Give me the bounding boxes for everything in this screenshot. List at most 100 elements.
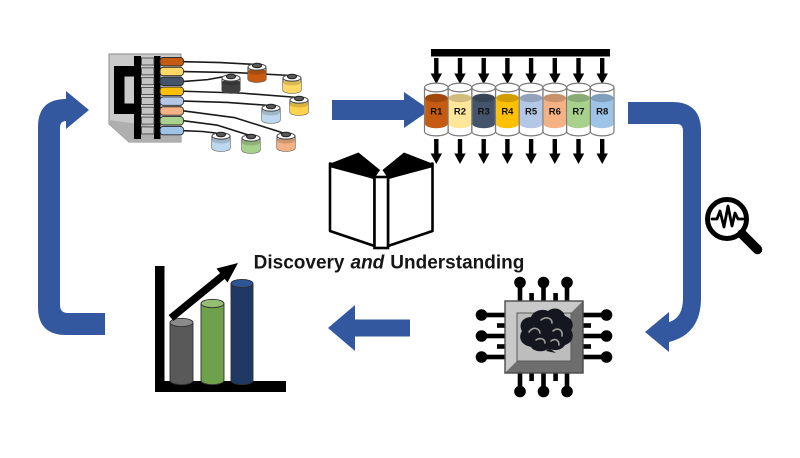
reactor-inlet-arrow xyxy=(549,58,561,84)
reactor-liquid-shade xyxy=(519,93,543,103)
chart-y-axis xyxy=(155,266,165,392)
chip-stub-pin xyxy=(583,344,591,349)
caption-word-understanding: Understanding xyxy=(390,253,524,274)
caption-word-and: and xyxy=(351,253,385,274)
chip-pin xyxy=(561,373,573,398)
bar-chart-icon xyxy=(155,263,286,392)
reactor-r4: R4 xyxy=(495,58,520,164)
chip-pin xyxy=(514,373,526,398)
reactor-liquid-bottom xyxy=(472,119,495,129)
reactor-inlet-arrow xyxy=(430,58,442,84)
chip-pin xyxy=(583,309,613,321)
chip-pin xyxy=(537,276,550,301)
vial-liquid xyxy=(212,140,230,148)
reactor-label: R6 xyxy=(549,107,561,118)
reactor-mouth xyxy=(423,82,449,93)
instrument-bracket xyxy=(114,66,137,114)
vial-liquid xyxy=(242,142,260,150)
feed-arrow-right xyxy=(332,92,430,128)
reactor-liquid-top xyxy=(543,93,566,103)
reactor-label: R1 xyxy=(430,107,443,118)
chip-pin xyxy=(475,351,505,363)
trend-arrow-head xyxy=(216,263,238,283)
sample-vials xyxy=(211,62,309,154)
reactor-r2: R2 xyxy=(447,58,473,164)
reactor-outlet-arrow xyxy=(525,139,537,164)
reactor-liquid xyxy=(543,98,566,124)
chart-bar-gray-top xyxy=(169,317,194,328)
reactor-r3: R3 xyxy=(471,58,497,164)
reactor-outlet-arrow xyxy=(454,139,466,164)
vial-cap xyxy=(251,62,263,69)
chip-frame-outline xyxy=(504,300,584,374)
vial-liquid-bottom xyxy=(262,116,280,124)
reactor-inlet-arrow xyxy=(572,58,585,84)
vial-liquid xyxy=(283,82,301,90)
reactor-liquid xyxy=(519,98,543,124)
reactor-liquid xyxy=(425,98,448,124)
sample-vial-4 xyxy=(289,95,309,116)
device-channel-6 xyxy=(159,106,184,116)
device-channel-4 xyxy=(159,86,184,96)
chart-bar-navy xyxy=(230,283,254,386)
device-channel-3 xyxy=(159,76,184,87)
reactor-label: R5 xyxy=(525,107,538,118)
vial-liquid-bottom xyxy=(222,86,240,94)
reactor-mouth xyxy=(518,82,544,93)
reactor-liquid-shade xyxy=(496,93,519,103)
magnifier-handle xyxy=(737,229,763,255)
vial-liquid-bottom xyxy=(283,86,301,94)
reactor-mouth xyxy=(542,82,568,93)
open-book-icon xyxy=(328,152,434,250)
tubing-line xyxy=(183,100,271,107)
chart-x-axis xyxy=(155,381,286,392)
connector-block xyxy=(141,57,155,66)
vial-liquid xyxy=(277,140,295,148)
chip-pin xyxy=(561,276,573,301)
reactor-liquid-top xyxy=(448,93,472,103)
reactor-liquid-top xyxy=(496,93,519,103)
chip-pins xyxy=(475,276,613,398)
tubing-line xyxy=(183,110,286,135)
brain-icon xyxy=(520,308,573,353)
reactor-label: R8 xyxy=(596,107,608,118)
reactor-liquid-bottom xyxy=(496,119,519,129)
tubing-line xyxy=(183,60,257,66)
instrument-rail-left xyxy=(134,56,141,139)
tubing-line xyxy=(183,70,292,77)
chip-pin xyxy=(583,351,613,363)
trend-arrow-line xyxy=(168,272,226,321)
vial-liquid xyxy=(262,112,280,120)
reactor-outlet-arrow xyxy=(596,139,608,164)
device-channel-1 xyxy=(159,57,184,67)
reactor-liquid-bottom xyxy=(425,119,448,129)
caption-word-discovery: Discovery xyxy=(254,253,345,274)
reactor-liquid-bottom xyxy=(591,119,614,129)
sample-vial-3 xyxy=(221,73,241,94)
connector-stack xyxy=(141,57,155,135)
reactor-inlet-arrow xyxy=(477,58,490,84)
chip-pin xyxy=(514,276,526,301)
tubing-line xyxy=(183,129,221,135)
chip-pin xyxy=(475,309,505,321)
reactor-liquid-bottom xyxy=(567,119,590,129)
vial-liquid xyxy=(222,82,240,90)
reactor-inlet-arrow xyxy=(525,58,537,84)
sample-vial-1 xyxy=(247,62,267,83)
flow-instrument-icon xyxy=(108,53,184,143)
chip-stub-pin xyxy=(583,323,591,328)
tubing-lines xyxy=(183,60,299,137)
tubing-line xyxy=(183,90,299,99)
book-left-cover-top xyxy=(329,152,380,179)
instrument-rail-right xyxy=(154,56,161,139)
connector-block xyxy=(141,106,155,115)
vial-cap xyxy=(280,131,292,138)
reactor-r1: R1 xyxy=(423,58,449,164)
sample-vial-6 xyxy=(276,131,296,152)
reactor-inlet-arrow xyxy=(501,58,514,84)
book-right-cover-top xyxy=(382,152,434,179)
reactor-liquid-shade xyxy=(472,93,495,103)
reactor-label: R4 xyxy=(501,107,514,118)
